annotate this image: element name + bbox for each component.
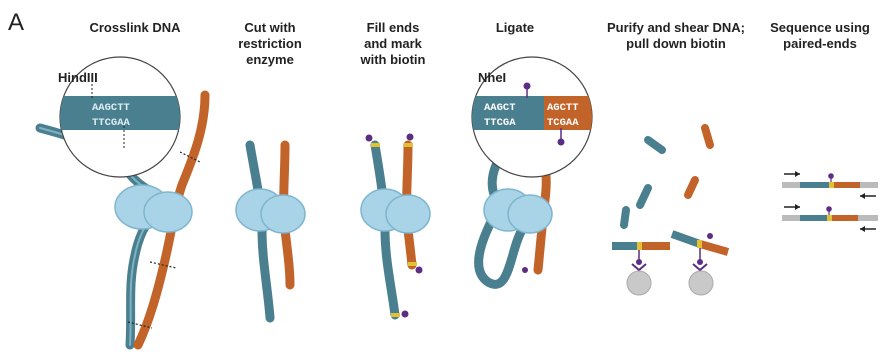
biotin-mark: [366, 135, 373, 142]
step-2-cut: [236, 145, 305, 318]
dna-fragment: [648, 140, 662, 150]
biotin-mark: [522, 267, 528, 273]
step-1-title: Crosslink DNA: [89, 20, 181, 35]
panel-letter: A: [8, 9, 24, 36]
ligated-fragment-orange: [700, 244, 728, 252]
biotin-mark: [707, 233, 713, 239]
step-5-title-line-1: Purify and shear DNA;: [607, 20, 745, 35]
step-2-title-line-1: Cut with: [244, 20, 295, 35]
biotin-mark: [407, 134, 414, 141]
step-4-title: Ligate: [496, 20, 534, 35]
biotin-mark: [697, 259, 703, 265]
step-titles: Crosslink DNA Cut with restriction enzym…: [89, 20, 869, 67]
step-6-title-line-2: paired-ends: [783, 36, 857, 51]
nhei-top-left: AAGCT: [484, 102, 516, 114]
biotin-mark: [402, 311, 409, 318]
step-3-title-line-1: Fill ends: [367, 20, 420, 35]
step-5-purify: [612, 128, 728, 295]
ligated-fragment-teal: [672, 234, 700, 244]
biotin-mark: [828, 173, 834, 179]
nhei-top-right: AGCTT: [547, 102, 579, 114]
dna-fragment: [705, 128, 710, 145]
streptavidin-bead: [627, 271, 651, 295]
nucleosome: [386, 195, 430, 233]
hindiii-bottom-strand: TTCGAA: [92, 117, 131, 129]
nhei-label: NheI: [478, 70, 506, 85]
step-5-title-line-2: pull down biotin: [626, 36, 726, 51]
nhei-bottom-left: TTCGA: [484, 117, 516, 129]
nucleosome: [144, 192, 192, 232]
dna-fragment: [688, 180, 695, 195]
biotin-mark: [636, 259, 642, 265]
nucleosome: [508, 195, 552, 233]
step-3-fill-biotin: [361, 134, 430, 318]
nucleosome: [261, 195, 305, 233]
step-2-title-line-3: enzyme: [246, 52, 294, 67]
step-6-title-line-1: Sequence using: [770, 20, 870, 35]
nhei-bottom-right: TCGAA: [547, 117, 579, 129]
dna-fragment: [624, 210, 626, 225]
biotin-mark: [826, 206, 832, 212]
streptavidin-bead: [689, 271, 713, 295]
dna-fragment: [640, 188, 648, 205]
step-3-title-line-2: and mark: [364, 36, 423, 51]
hindiii-top-strand: AAGCTT: [92, 102, 130, 114]
biotin-mark: [558, 139, 565, 146]
biotin-mark: [416, 267, 423, 274]
step-4-ligate: NheI AAGCT AGCTT TTCGA TCGAA: [472, 57, 604, 284]
step-3-title-line-3: with biotin: [360, 52, 426, 67]
biotin-mark: [524, 83, 531, 90]
hindiii-label: HindIII: [58, 70, 98, 85]
step-2-title-line-2: restriction: [238, 36, 302, 51]
step-1-crosslink: HindIII AAGCTT TTCGAA: [40, 57, 205, 345]
step-6-sequence: [782, 171, 878, 232]
